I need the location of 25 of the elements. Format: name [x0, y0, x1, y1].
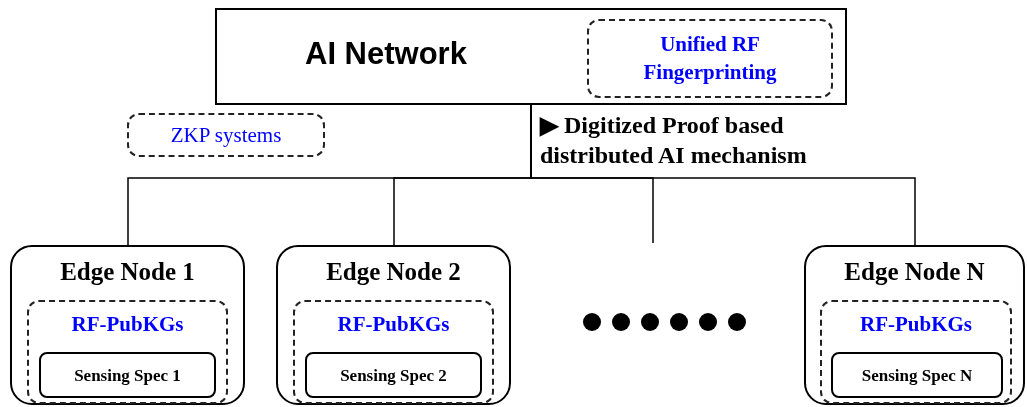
dashed-box: [127, 113, 325, 157]
edge-node-box: [276, 245, 511, 405]
node-text: ZKP systems: [170, 124, 282, 146]
node-text: Sensing Spec N: [861, 366, 973, 384]
node-text: RF-PubKGs: [337, 314, 450, 335]
node-text: RF-PubKGs: [860, 314, 972, 335]
spec-box: [39, 352, 216, 398]
mechanism-label: ▶ Digitized Proof based distributed AI mechanism: [540, 111, 808, 170]
node-text: Edge Node 2: [326, 259, 461, 284]
dashed-box: [820, 300, 1012, 404]
node-text: Edge Node N: [844, 259, 985, 284]
node-text: Unified RF Fingerprinting: [642, 31, 778, 86]
dashed-box: [27, 300, 228, 404]
node-text: RF-PubKGs: [71, 314, 184, 335]
node-text: Sensing Spec 1: [74, 366, 181, 384]
network-box: [215, 8, 847, 105]
node-text: Edge Node 1: [60, 259, 195, 284]
dashed-box: [293, 300, 494, 404]
spec-box: [831, 352, 1003, 398]
node-text: Sensing Spec 2: [340, 366, 447, 384]
edge-node-box: [10, 245, 245, 405]
spec-box: [305, 352, 482, 398]
dashed-box: [587, 19, 833, 98]
edge-node-box: [804, 245, 1025, 405]
node-text: AI Network: [305, 38, 467, 69]
